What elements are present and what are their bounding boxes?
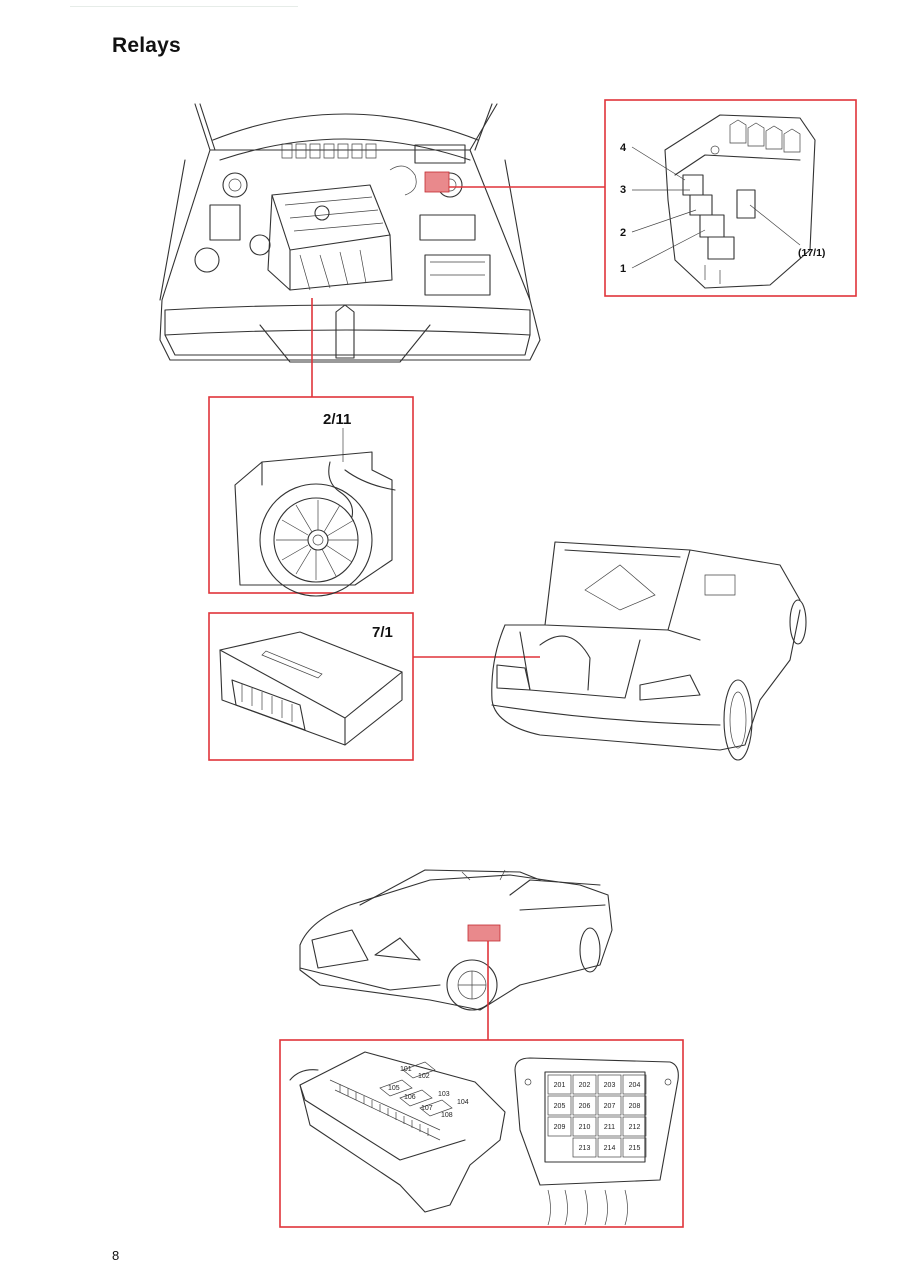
central-box-lower-illustration [514,1057,679,1226]
relay-108: 108 [441,1112,453,1119]
relay-slot [547,1116,572,1137]
connector-label: (17/1) [798,247,825,259]
relay-slot [597,1137,622,1158]
engine-relay-box-marker [424,171,450,193]
relay-215: 215 [629,1145,641,1152]
relay-slot [572,1137,597,1158]
relay-slot [597,1116,622,1137]
relay-204: 204 [629,1082,641,1089]
header-rule [70,6,298,7]
car-front-illustration [299,869,613,1011]
relay-slot [572,1116,597,1137]
central-box-frame [279,1039,684,1228]
relay-103: 103 [438,1091,450,1098]
central-box-marker [467,924,501,942]
relay-slot [622,1074,647,1095]
relay-label-3: 3 [620,184,626,196]
relay-211: 211 [604,1124,615,1131]
engine-relay-box-frame [604,99,857,297]
relay-slot [597,1095,622,1116]
fan-illustration [234,428,396,597]
fan-relay-frame [208,396,414,594]
relay-105: 105 [388,1085,400,1092]
relay-slot [572,1074,597,1095]
relay-207: 207 [604,1103,616,1110]
relay-slot [622,1116,647,1137]
trunk-relay-label: 7/1 [372,624,393,641]
engine-relay-box-illustration [664,114,816,289]
relay-slot [572,1095,597,1116]
relay-slot [597,1074,622,1095]
lower-relay-grid: 201 202 203 204 205 206 207 208 209 210 211 212 213 2… [547,1074,647,1158]
relay-210: 210 [579,1124,591,1131]
fan-relay-label: 2/11 [323,411,351,428]
page-number: 8 [112,1248,120,1263]
relay-205: 205 [554,1103,566,1110]
relay-202: 202 [579,1082,591,1089]
relay-slot [622,1095,647,1116]
relay-slot [622,1137,647,1158]
relay-label-1: 1 [620,263,626,275]
relay-107: 107 [421,1105,433,1112]
page-title: Relays [112,34,181,57]
relay-212: 212 [629,1124,641,1131]
trunk-relay-frame [208,612,414,761]
relay-209: 209 [554,1124,566,1131]
relay-slot [547,1095,572,1116]
central-box-upper-illustration [289,1051,506,1213]
relay-106: 106 [404,1094,416,1101]
relay-label-4: 4 [620,142,627,154]
relay-201: 201 [554,1082,566,1089]
relay-214: 214 [604,1145,616,1152]
trunk-relay-illustration [219,631,403,746]
relay-104: 104 [457,1099,469,1106]
relay-203: 203 [604,1082,616,1089]
relay-208: 208 [629,1103,641,1110]
car-rear-illustration [491,541,807,761]
relay-label-2: 2 [620,227,626,239]
engine-relay-leaders [631,146,801,269]
relay-101: 101 [400,1066,412,1073]
relay-213: 213 [579,1145,591,1152]
relay-102: 102 [418,1073,430,1080]
relay-206: 206 [579,1103,591,1110]
upper-relay-numbers: 101 102 103 104 105 106 107 108 [388,1066,469,1119]
engine-bay-illustration [159,103,541,363]
relay-slot [547,1074,572,1095]
